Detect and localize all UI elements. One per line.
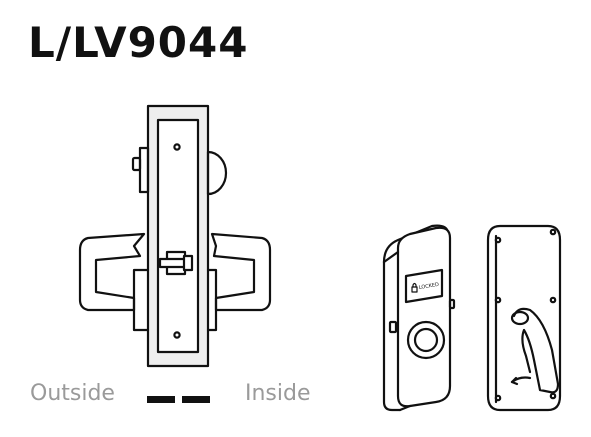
cylinder-opening-outer: [406, 320, 446, 360]
inside-rose: [206, 268, 218, 332]
mortise-lock: [131, 104, 228, 368]
faceplate-screw-bottom: [173, 331, 181, 339]
latch-bolt: [158, 250, 194, 276]
product-title: L/LV9044: [28, 18, 249, 67]
inside-trim-lever: [512, 307, 560, 394]
inside-electronic-escutcheon: [486, 224, 562, 412]
mortise-faceplate: [156, 118, 200, 354]
outside-lever: [78, 232, 146, 312]
outside-rose: [132, 268, 150, 332]
locked-indicator-label: LOCKED: [418, 282, 439, 291]
legend-dash-right: [182, 396, 210, 403]
inside-thumbturn: [206, 150, 228, 196]
lock-indicator-icon: [411, 282, 418, 293]
inside-label: Inside: [245, 381, 311, 406]
inside-lever: [210, 232, 272, 312]
status-window: [404, 268, 444, 304]
faceplate-screw-top: [173, 143, 181, 151]
outside-electronic-escutcheon: [382, 224, 456, 412]
legend-dash-left: [147, 396, 175, 403]
outside-label: Outside: [30, 381, 115, 406]
cylinder-opening-inner: [413, 327, 439, 353]
outside-cylinder: [131, 146, 150, 194]
